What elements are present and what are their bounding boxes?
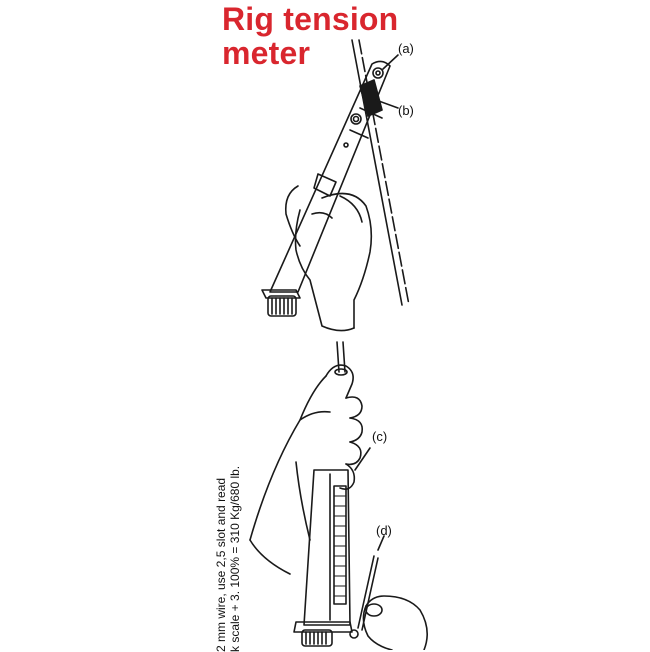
rigging-wire-bottom xyxy=(336,341,346,373)
leader-line-a xyxy=(382,54,399,70)
instruction-line-2: k scale + 3. 100% = 310 Kg/680 lb. xyxy=(228,465,242,652)
marker-band xyxy=(359,79,383,117)
hand-small xyxy=(362,595,428,650)
pointer-lever xyxy=(357,555,379,631)
title-line-2: meter xyxy=(222,35,311,71)
leader-line-d xyxy=(377,535,385,551)
callout-c: (c) xyxy=(372,429,388,444)
title-line-1: Rig tension xyxy=(222,1,399,37)
meter-body-top xyxy=(269,60,391,293)
rigging-wire-top xyxy=(351,39,410,306)
hand-bottom xyxy=(249,364,364,575)
hand-top xyxy=(284,185,373,332)
roller-bottom xyxy=(293,621,359,647)
tension-scale xyxy=(333,485,347,605)
leader-line-b xyxy=(375,99,399,109)
title-text: Rig tension meter xyxy=(222,2,398,70)
meter-body-bottom xyxy=(303,469,351,626)
leader-line-c xyxy=(354,447,371,471)
callout-b: (b) xyxy=(398,103,414,118)
roller-top xyxy=(261,289,301,317)
callout-d: (d) xyxy=(376,523,392,538)
instruction-line-1: 2 mm wire, use 2,5 slot and read xyxy=(214,477,228,652)
instruction-text: 2 mm wire, use 2,5 slot and read k scale… xyxy=(214,452,242,652)
callout-a: (a) xyxy=(398,41,414,56)
